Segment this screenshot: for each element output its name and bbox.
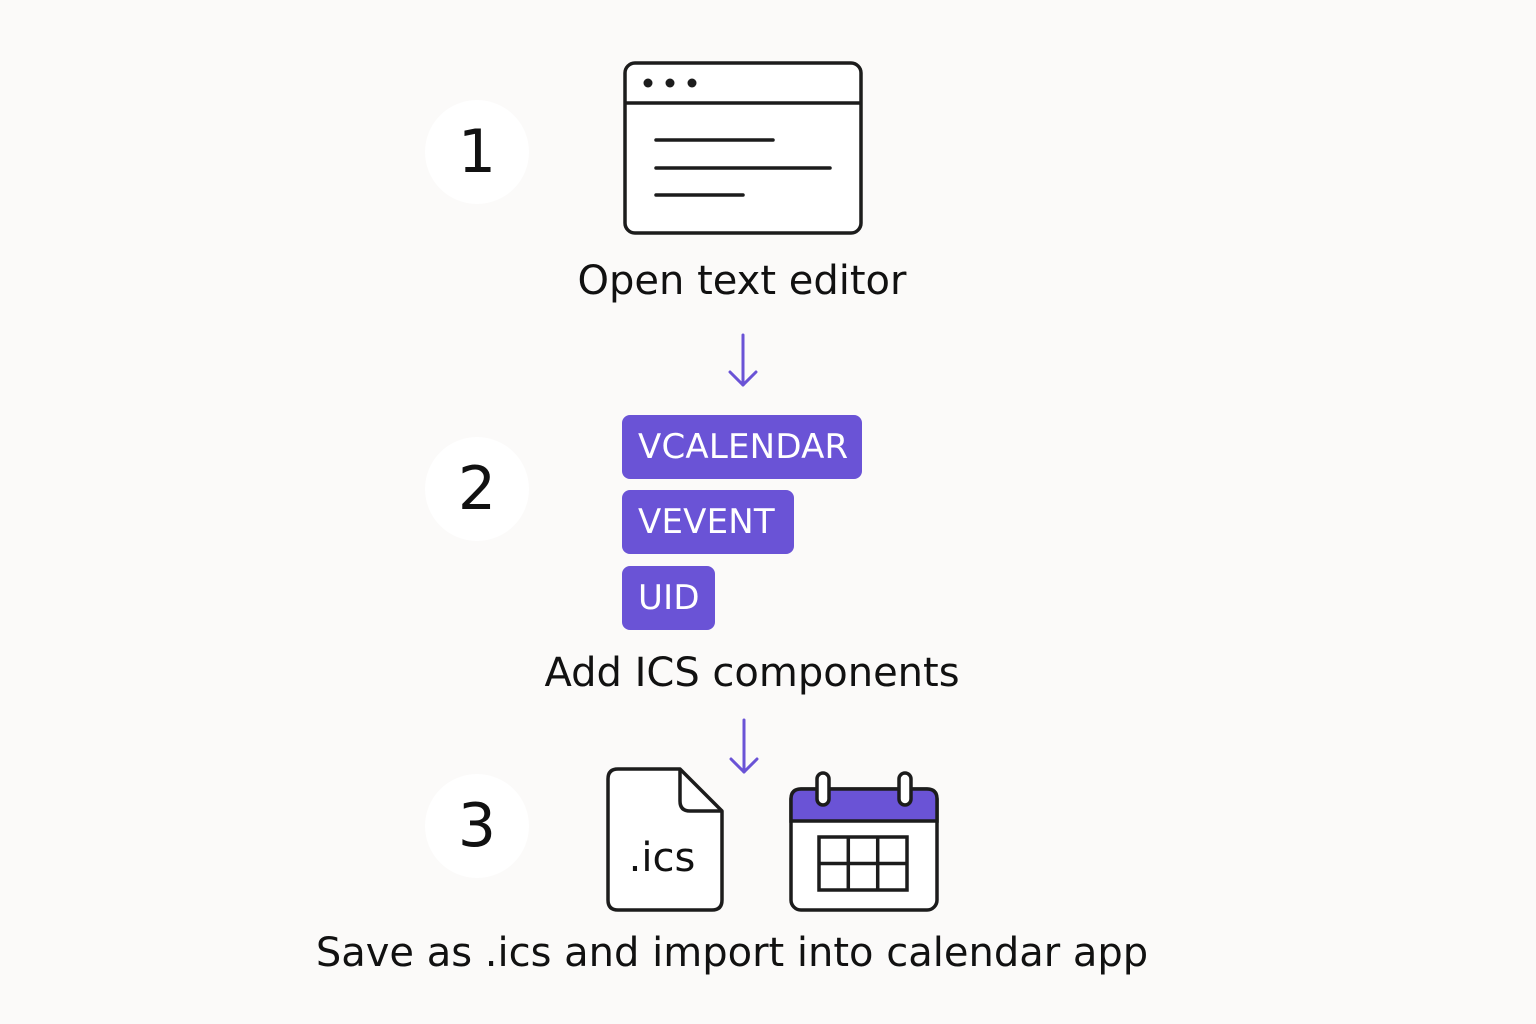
step-number-1: 1 xyxy=(425,100,529,204)
step-number-2-text: 2 xyxy=(457,454,497,524)
calendar-icon xyxy=(789,771,939,912)
ics-file-icon: .ics xyxy=(606,767,724,912)
chip-uid: UID xyxy=(622,566,715,630)
step-2-label: Add ICS components xyxy=(544,650,960,696)
step-number-2: 2 xyxy=(425,437,529,541)
chip-vevent: VEVENT xyxy=(622,490,794,554)
arrow-down-icon xyxy=(728,333,758,387)
step-number-1-text: 1 xyxy=(457,117,497,187)
step-3-label: Save as .ics and import into calendar ap… xyxy=(315,930,1149,976)
step-number-3-text: 3 xyxy=(457,791,497,861)
chip-vcalendar: VCALENDAR xyxy=(622,415,862,479)
ics-file-icon-text: .ics xyxy=(629,835,696,881)
arrow-down-icon xyxy=(729,718,759,774)
text-editor-window-icon xyxy=(623,61,863,235)
step-1-label: Open text editor xyxy=(577,258,907,304)
step-number-3: 3 xyxy=(425,774,529,878)
